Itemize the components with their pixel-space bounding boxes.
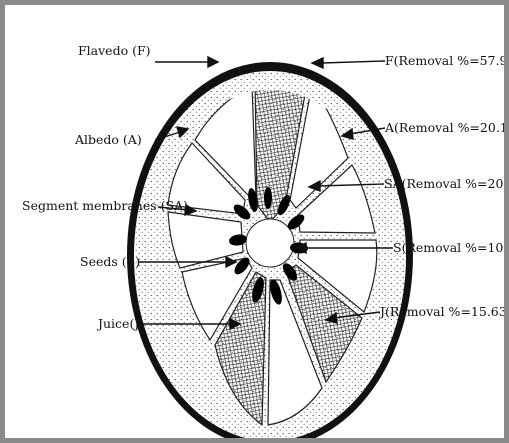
label-flavedo: Flavedo (F) [78,43,151,58]
central-core [246,219,294,267]
label-seeds-removal: S(Removal %=10.06) [393,240,504,255]
label-segment-membranes-removal: SA(Removal %=20.9) [384,176,504,191]
label-albedo: Albedo (A) [74,132,142,147]
orange-cross-section-diagram: Flavedo (F) Albedo (A) Segment membranes… [5,5,504,438]
seed [264,187,272,209]
label-juice-removal: J(Removal %=15.63) [378,304,504,319]
label-segment-membranes: Segment membranes (SA) [22,198,188,213]
label-albedo-removal: A(Removal %=20.11) [384,120,504,135]
label-juice: Juice(J) [96,316,144,331]
label-seeds: Seeds (S) [80,254,140,269]
label-flavedo-removal: F(Removal %=57.99) [385,53,504,68]
